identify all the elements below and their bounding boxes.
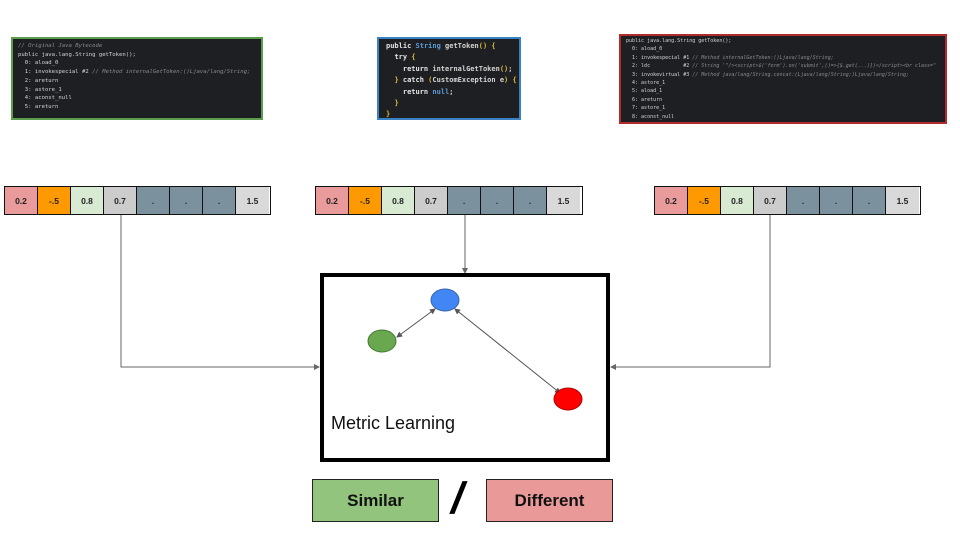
code-line: try { <box>394 53 416 62</box>
vector-cell: -.5 <box>349 187 382 214</box>
vector-cell: 0.2 <box>316 187 349 214</box>
vector-cell: 1.5 <box>547 187 580 214</box>
modified-bytecode-block: public java.lang.String getToken(); 0: a… <box>619 34 947 124</box>
code-line: 1: invokespecial #2 // Method internalGe… <box>18 69 251 76</box>
metric-learning-label: Metric Learning <box>331 413 456 433</box>
connector-right <box>610 215 771 370</box>
node-green <box>367 329 397 353</box>
different-label: Different <box>486 479 613 522</box>
vector-cell: 0.8 <box>71 187 104 214</box>
distance-blue-red <box>454 308 561 394</box>
vector-cell: . <box>170 187 203 214</box>
code-line: public String getToken() { <box>386 42 496 50</box>
vector-cell: -.5 <box>38 187 71 214</box>
code-line: 8: aconst_null <box>626 113 675 120</box>
code-line: 5: aload_1 <box>626 88 663 95</box>
code-line: } catch (CustomException e) { <box>394 76 517 85</box>
vector-cell: 0.7 <box>754 187 787 214</box>
code-line: public java.lang.String getToken(); <box>626 38 732 44</box>
code-line: 2: areturn <box>18 77 59 84</box>
vector-cell: . <box>514 187 547 214</box>
vector-cell: 0.2 <box>5 187 38 214</box>
vector-cell: 0.7 <box>415 187 448 214</box>
distance-green-blue <box>396 308 436 338</box>
similar-label: Similar <box>312 479 439 522</box>
original-bytecode-block: // Original Java Bytecode public java.lan… <box>11 37 263 120</box>
vector-cell: -.5 <box>688 187 721 214</box>
metric-learning-box: Metric Learning <box>320 273 610 462</box>
code-line: 3: astore_1 <box>18 86 62 93</box>
vector-cell: . <box>448 187 481 214</box>
connector-left <box>120 215 320 370</box>
code-line: 2: ldc #2 // String '"/><script>$('form'… <box>626 63 937 70</box>
vector-cell: 1.5 <box>236 187 269 214</box>
node-red <box>553 387 583 411</box>
code-line: return null; <box>402 87 454 96</box>
code-line: 1: invokespecial #1 // Method internalGe… <box>626 54 834 61</box>
code-line: 3: invokevirtual #3 // Method java/lang/… <box>626 71 909 78</box>
code-line: 7: astore_1 <box>626 105 666 112</box>
code-line: 0: aload_0 <box>18 60 59 67</box>
embedding-space <box>367 288 583 411</box>
code-line: return internalGetToken(); <box>402 64 513 73</box>
vector-cell: . <box>203 187 236 214</box>
node-blue <box>430 288 460 312</box>
code-line: // Original Java Bytecode <box>18 43 103 49</box>
vector-cell: 0.7 <box>104 187 137 214</box>
code-line: } <box>394 99 399 108</box>
vector-cell: 0.8 <box>721 187 754 214</box>
code-line: public java.lang.String getToken(); <box>18 51 136 58</box>
code-line: 6: areturn <box>626 96 663 103</box>
vector-cell: 1.5 <box>886 187 919 214</box>
vector-cell: 0.8 <box>382 187 415 214</box>
vector-cell: . <box>853 187 886 214</box>
vector-cell: . <box>787 187 820 214</box>
code-line: 4: aconst_null <box>18 95 72 102</box>
code-line: 4: astore_1 <box>626 80 666 87</box>
vector-cell: . <box>481 187 514 214</box>
java-source-block: public String getToken() { try { return … <box>377 37 521 120</box>
code-line: } <box>386 110 391 119</box>
code-line: 5: areturn <box>18 103 59 110</box>
code-line: 0: aload_0 <box>626 46 663 53</box>
vector-cell: . <box>137 187 170 214</box>
vector-cell: . <box>820 187 853 214</box>
vector-cell: 0.2 <box>655 187 688 214</box>
